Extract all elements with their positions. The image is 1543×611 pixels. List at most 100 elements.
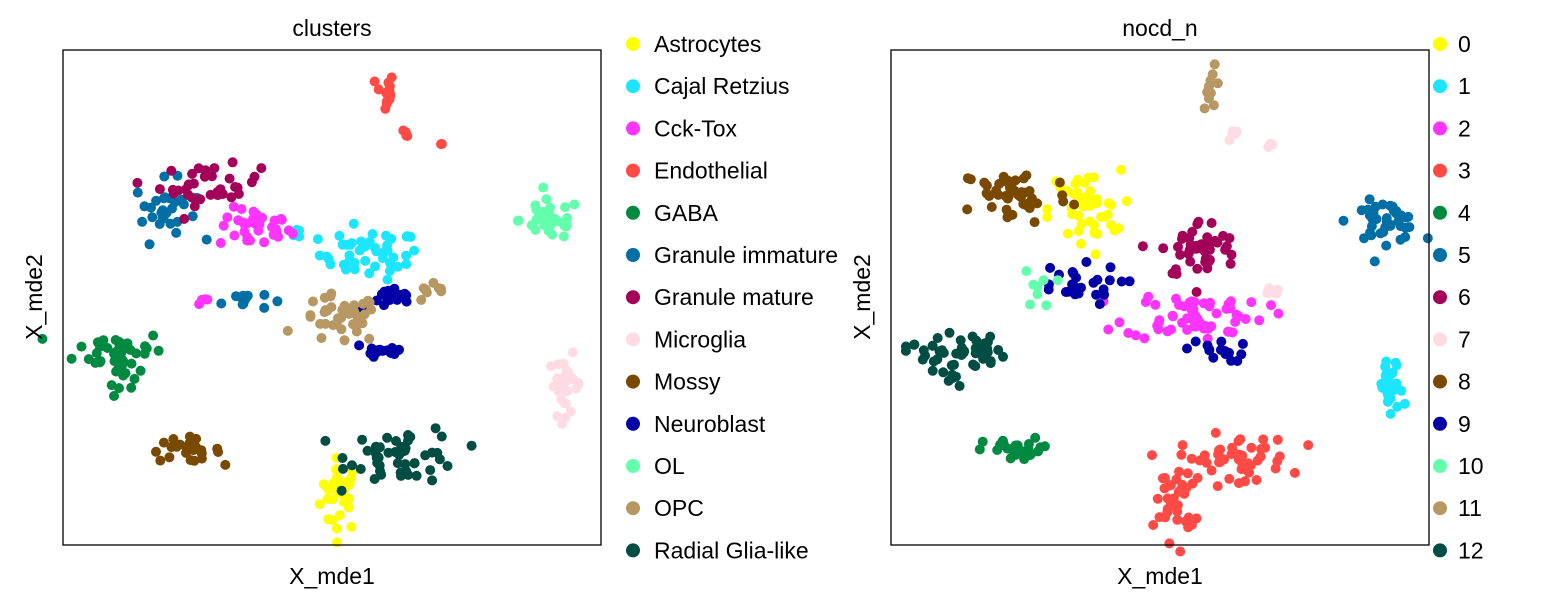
- data-point: [384, 266, 395, 276]
- data-point: [1005, 453, 1016, 464]
- data-point: [1200, 253, 1211, 264]
- data-point: [1162, 326, 1173, 337]
- data-point: [1150, 299, 1161, 310]
- data-point: [1042, 212, 1053, 223]
- data-point: [1233, 478, 1244, 489]
- data-point: [1175, 249, 1186, 260]
- data-point: [1130, 330, 1141, 341]
- data-point: [1090, 249, 1101, 260]
- data-point: [965, 174, 976, 185]
- data-point: [1045, 262, 1056, 273]
- data-point: [991, 185, 1002, 196]
- data-point: [357, 318, 368, 329]
- data-point: [370, 261, 381, 272]
- data-point: [909, 339, 920, 350]
- data-point: [392, 458, 403, 469]
- data-point: [388, 252, 399, 263]
- data-point: [384, 92, 395, 103]
- data-point: [1380, 361, 1391, 372]
- data-point: [1258, 434, 1269, 445]
- data-point: [168, 434, 179, 444]
- legend-label: Endothelial: [654, 158, 768, 184]
- legend-item: Neuroblast: [626, 411, 766, 437]
- data-point: [379, 300, 389, 311]
- data-point: [369, 242, 380, 253]
- data-point: [1204, 86, 1215, 97]
- data-point: [1081, 257, 1092, 267]
- legend-label: 10: [1458, 453, 1484, 479]
- data-point: [421, 287, 432, 298]
- data-point: [337, 239, 348, 250]
- data-point: [114, 383, 124, 394]
- data-point: [1386, 369, 1396, 380]
- data-point: [1232, 356, 1243, 366]
- data-point: [1363, 204, 1373, 215]
- data-point: [1209, 59, 1220, 70]
- data-point: [1124, 276, 1135, 287]
- data-point: [558, 231, 569, 242]
- legend-item: 11: [1433, 495, 1482, 521]
- data-point: [325, 259, 336, 270]
- data-point: [442, 461, 453, 471]
- data-point: [1212, 481, 1223, 492]
- data-point: [1032, 198, 1043, 209]
- legend-marker: [1433, 37, 1447, 51]
- data-point: [374, 344, 385, 355]
- data-point: [187, 168, 198, 179]
- data-point: [1224, 233, 1235, 244]
- data-point: [1052, 275, 1063, 286]
- data-point: [118, 339, 129, 350]
- legend-item: OL: [626, 453, 685, 479]
- data-point: [1237, 338, 1248, 349]
- data-point: [559, 377, 570, 388]
- data-point: [1187, 226, 1198, 237]
- data-point: [392, 261, 403, 272]
- data-point: [171, 227, 182, 238]
- data-point: [1089, 220, 1099, 230]
- data-point: [565, 406, 576, 417]
- data-point: [228, 201, 239, 212]
- data-point: [430, 423, 441, 434]
- data-point: [1114, 317, 1125, 328]
- data-point: [1179, 301, 1190, 312]
- plot-frame: [62, 49, 602, 546]
- legend-label: 6: [1458, 284, 1471, 310]
- data-point: [1080, 200, 1091, 211]
- data-point: [1032, 289, 1043, 300]
- data-point: [1237, 458, 1248, 468]
- legend-marker: [1433, 501, 1447, 516]
- data-point: [1106, 220, 1116, 230]
- data-point: [1266, 300, 1276, 311]
- data-point: [538, 182, 549, 193]
- data-point: [1364, 194, 1375, 205]
- data-point: [1094, 299, 1105, 310]
- data-point: [552, 359, 563, 370]
- data-point: [557, 419, 567, 429]
- data-point: [159, 171, 170, 182]
- data-point: [927, 340, 938, 351]
- data-point: [347, 460, 357, 471]
- data-point: [1182, 343, 1192, 354]
- data-point: [341, 264, 351, 275]
- legend-marker: [626, 121, 640, 136]
- legend-label: GABA: [654, 200, 719, 226]
- legend-item: 7: [1433, 326, 1471, 352]
- data-point: [189, 201, 200, 212]
- data-point: [362, 445, 373, 456]
- legend-label: 4: [1458, 200, 1471, 226]
- data-point: [66, 353, 77, 364]
- data-point: [1190, 336, 1201, 347]
- data-point: [1073, 210, 1084, 221]
- legend-label: 12: [1458, 537, 1484, 563]
- data-point: [343, 502, 354, 513]
- data-point: [360, 255, 371, 266]
- data-point: [276, 213, 287, 224]
- data-point: [348, 218, 359, 229]
- data-point: [382, 432, 393, 443]
- legend-item: Granule immature: [626, 242, 838, 268]
- data-point: [531, 215, 542, 225]
- data-point: [207, 171, 217, 182]
